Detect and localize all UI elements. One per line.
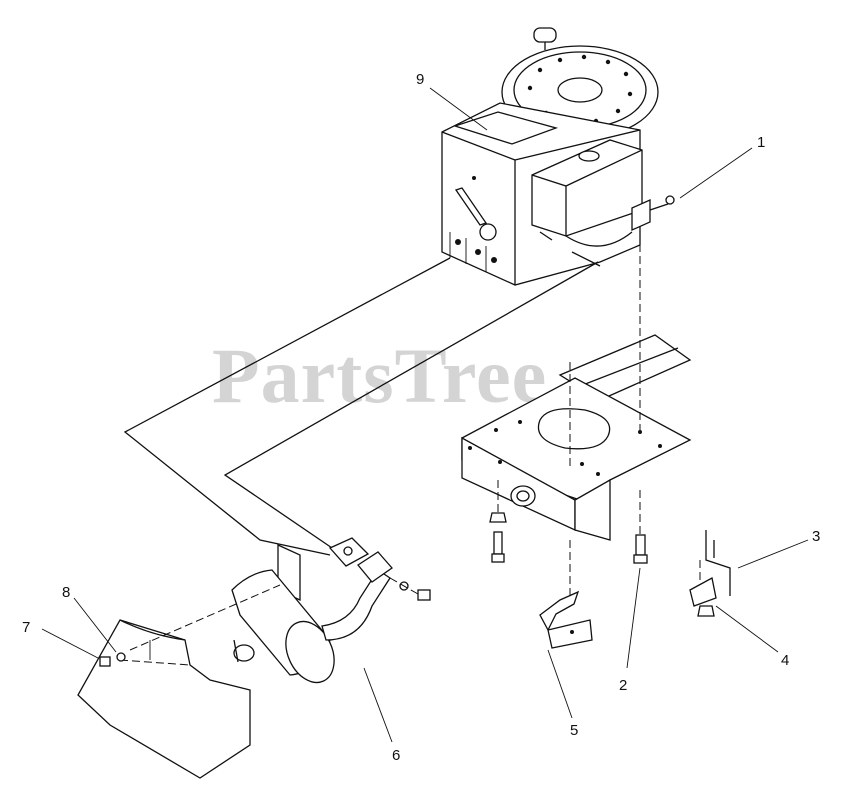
- callout-5: 5: [570, 722, 578, 739]
- mount-bolt[interactable]: [489, 512, 507, 563]
- leader-lines: [41, 87, 809, 743]
- part-4-bracket[interactable]: [689, 577, 717, 617]
- part-1-clip[interactable]: [631, 195, 675, 232]
- engine-mount-plate[interactable]: [461, 334, 692, 541]
- engine-assembly[interactable]: [441, 27, 659, 286]
- heat-shield[interactable]: [77, 584, 281, 779]
- callout-7: 7: [22, 619, 30, 636]
- callout-8: 8: [62, 584, 70, 601]
- callout-4: 4: [781, 652, 789, 669]
- exhaust-routing-line: [123, 257, 451, 556]
- callout-2: 2: [619, 677, 627, 694]
- part-2-bolt[interactable]: [633, 534, 648, 564]
- part-3-rod[interactable]: [705, 530, 731, 596]
- callout-6: 6: [392, 747, 400, 764]
- callout-3: 3: [812, 528, 820, 545]
- callout-9: 9: [416, 71, 424, 88]
- watermark: PartsTree: [212, 332, 547, 419]
- muffler-assembly[interactable]: [231, 537, 431, 690]
- exhaust-routing-line: [223, 261, 599, 551]
- callout-1: 1: [757, 134, 765, 151]
- part-5-bracket[interactable]: [539, 590, 593, 649]
